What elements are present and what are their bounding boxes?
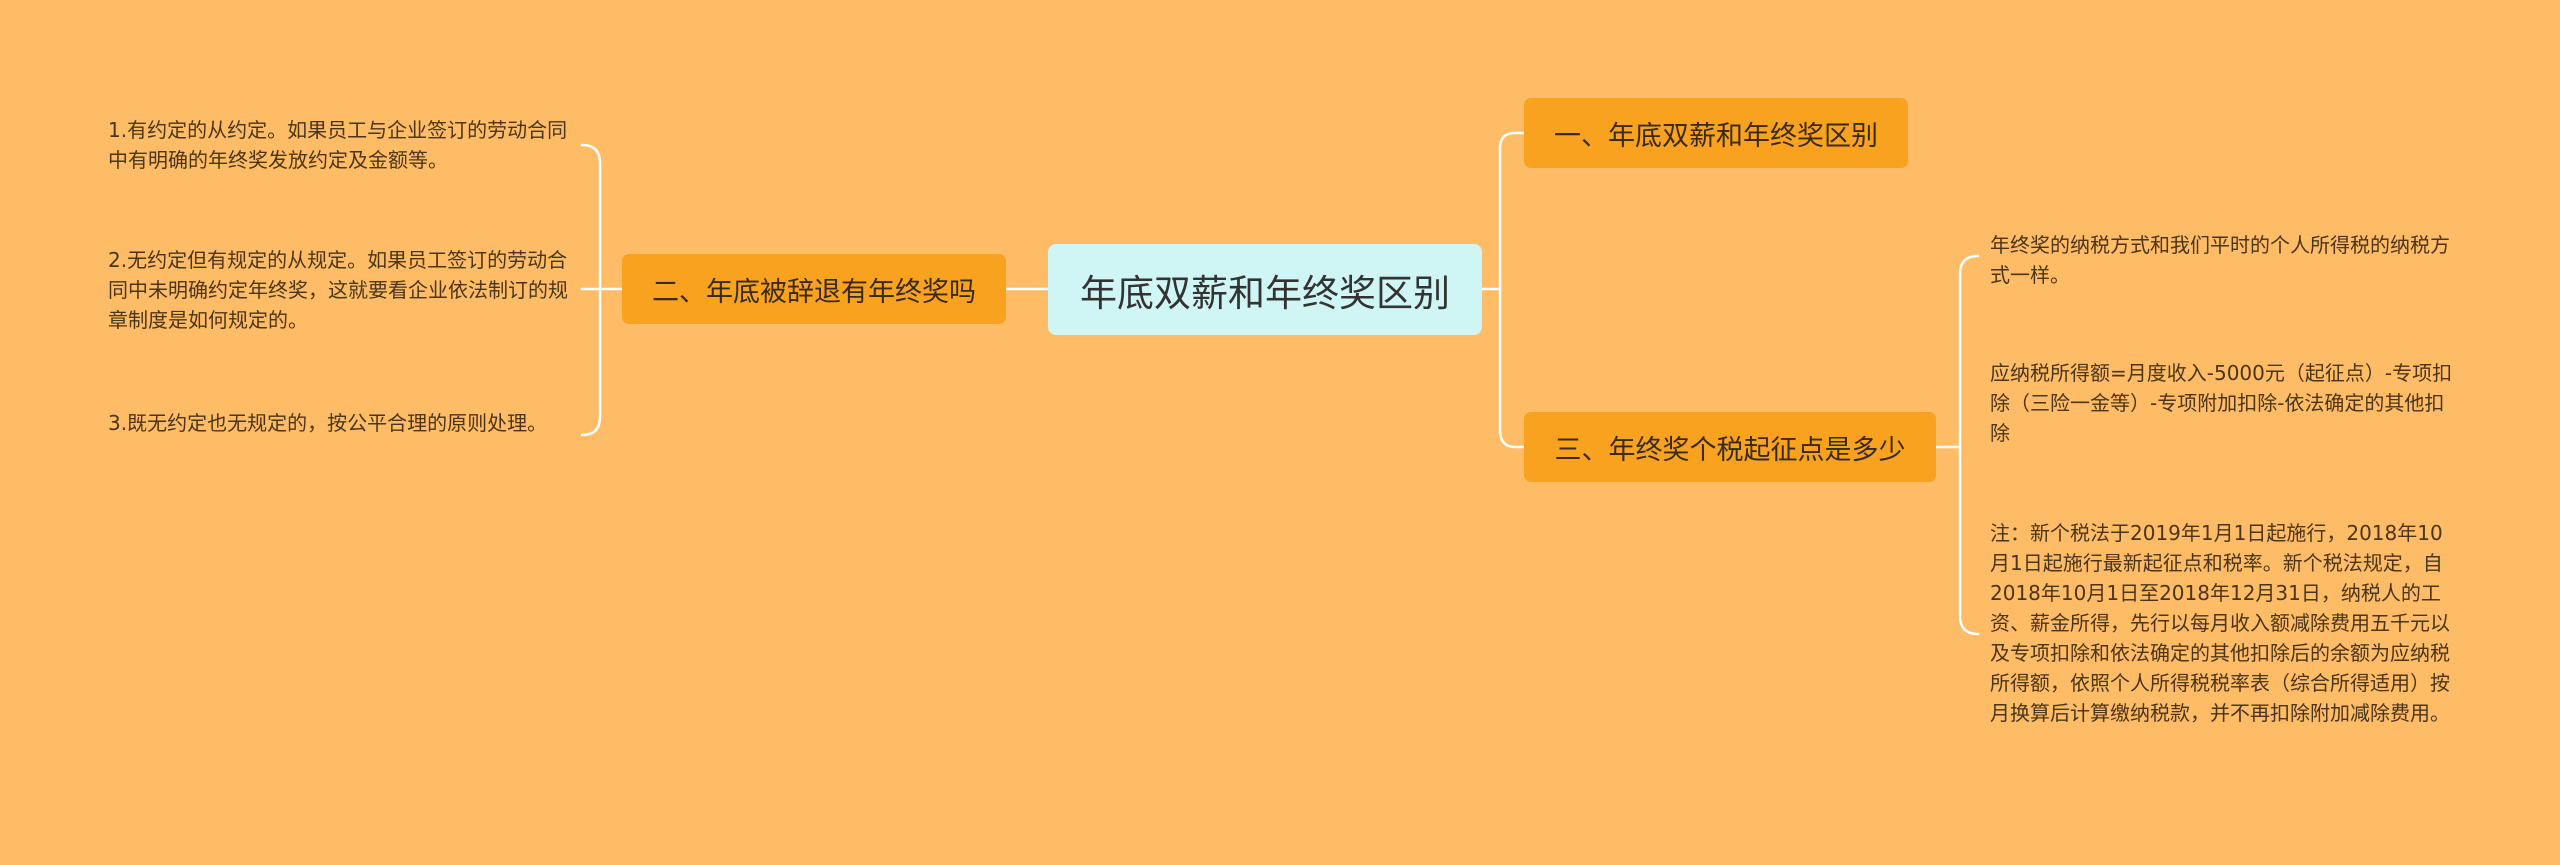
connector-left-bracket [580, 143, 624, 437]
leaf-fairness: 3.既无约定也无规定的，按公平合理的原则处理。 [108, 411, 548, 435]
branch-layoff-bonus[interactable]: 二、年底被辞退有年终奖吗 [622, 254, 1006, 324]
branch-tax-threshold[interactable]: 三、年终奖个税起征点是多少 [1524, 412, 1936, 482]
leaf-regulation: 2.无约定但有规定的从规定。如果员工签订的劳动合同中未明确约定年终奖，这就要看企… [108, 248, 568, 332]
leaf-tax-note: 注：新个税法于2019年1月1日起施行，2018年10月1日起施行最新起征点和税… [1990, 521, 2450, 725]
root-node[interactable]: 年底双薪和年终奖区别 [1048, 244, 1482, 335]
leaf-tax-method: 年终奖的纳税方式和我们平时的个人所得税的纳税方式一样。 [1990, 233, 2450, 287]
connector-root-right [1480, 131, 1526, 449]
connector-right3-bracket [1934, 254, 1980, 636]
leaf-taxable-formula: 应纳税所得额=月度收入-5000元（起征点）-专项扣除（三险一金等）-专项附加扣… [1990, 361, 2453, 445]
branch-difference[interactable]: 一、年底双薪和年终奖区别 [1524, 98, 1908, 168]
leaf-agreement: 1.有约定的从约定。如果员工与企业签订的劳动合同中有明确的年终奖发放约定及金额等… [108, 118, 568, 172]
